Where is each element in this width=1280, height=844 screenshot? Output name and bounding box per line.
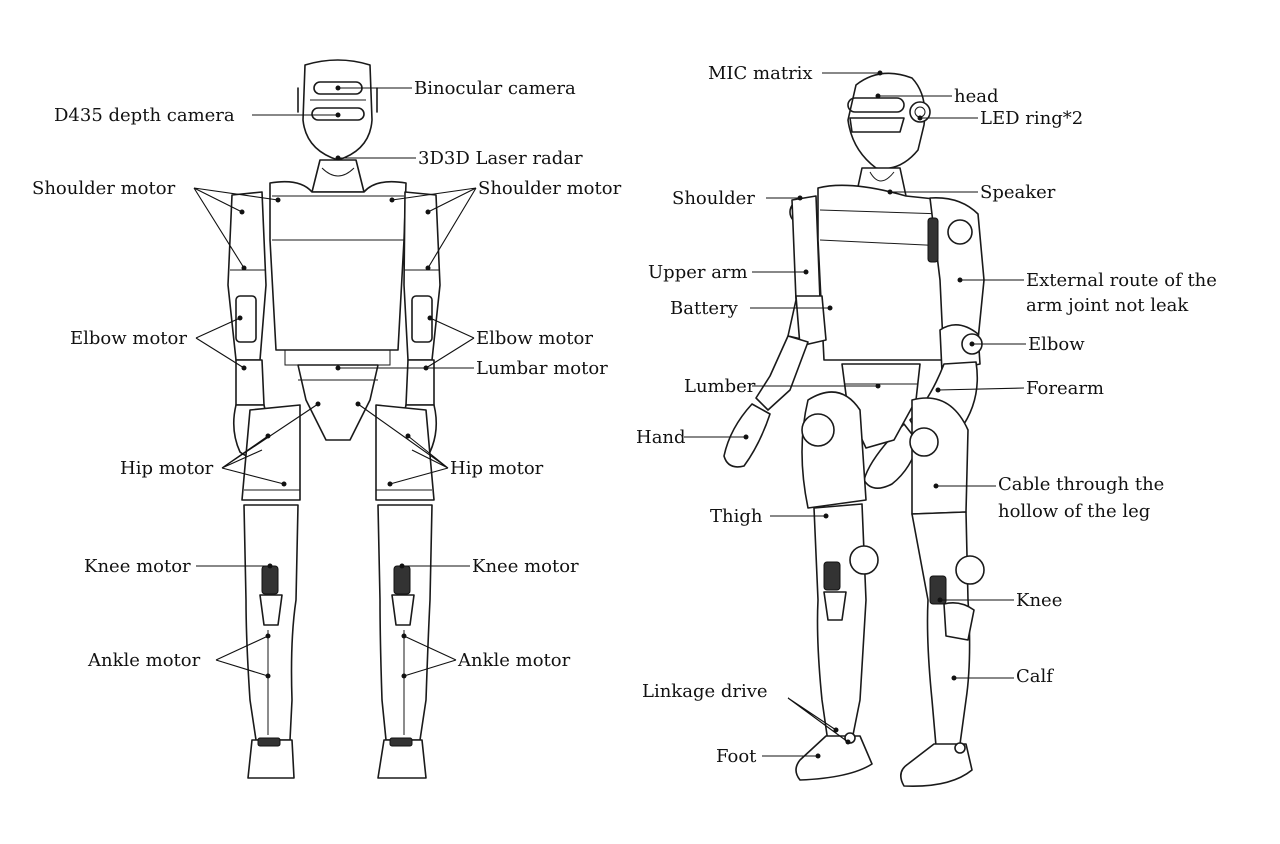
label-lumber: Lumber bbox=[684, 376, 756, 397]
label-shoulder-motor-right: Shoulder motor bbox=[478, 178, 622, 199]
front-view-annotations: Binocular camera D435 depth camera 3D3D … bbox=[32, 78, 622, 679]
label-shoulder-motor-left: Shoulder motor bbox=[32, 178, 176, 199]
side-view-robot bbox=[723, 72, 985, 787]
label-hip-motor-right: Hip motor bbox=[450, 458, 544, 479]
label-knee-motor-left: Knee motor bbox=[84, 556, 191, 577]
label-upper-arm: Upper arm bbox=[648, 262, 748, 283]
label-external-route-line2: arm joint not leak bbox=[1026, 295, 1189, 316]
label-laser-radar: 3D3D Laser radar bbox=[418, 148, 583, 169]
label-calf: Calf bbox=[1016, 666, 1054, 687]
side-view-annotations: MIC matrix head LED ring*2 Shoulder Spea… bbox=[636, 63, 1217, 767]
front-view-robot bbox=[227, 59, 441, 779]
label-mic-matrix: MIC matrix bbox=[708, 63, 813, 84]
label-ankle-motor-left: Ankle motor bbox=[87, 650, 201, 671]
label-d435-depth-camera: D435 depth camera bbox=[54, 105, 235, 126]
label-cable-line2: hollow of the leg bbox=[998, 501, 1150, 522]
label-led-ring: LED ring*2 bbox=[980, 108, 1083, 129]
label-shoulder: Shoulder bbox=[672, 188, 755, 209]
label-cable-line1: Cable through the bbox=[998, 474, 1164, 495]
label-forearm: Forearm bbox=[1026, 378, 1104, 399]
label-external-route-line1: External route of the bbox=[1026, 270, 1217, 291]
label-elbow: Elbow bbox=[1028, 334, 1085, 355]
label-speaker: Speaker bbox=[980, 182, 1056, 203]
label-hand: Hand bbox=[636, 427, 686, 448]
label-lumbar-motor: Lumbar motor bbox=[476, 358, 608, 379]
label-hip-motor-left: Hip motor bbox=[120, 458, 214, 479]
label-linkage-drive: Linkage drive bbox=[642, 681, 768, 702]
label-thigh: Thigh bbox=[710, 506, 763, 527]
label-knee-motor-right: Knee motor bbox=[472, 556, 579, 577]
label-elbow-motor-right: Elbow motor bbox=[476, 328, 593, 349]
label-ankle-motor-right: Ankle motor bbox=[457, 650, 571, 671]
label-battery: Battery bbox=[670, 298, 739, 319]
label-head: head bbox=[954, 86, 999, 107]
label-elbow-motor-left: Elbow motor bbox=[70, 328, 187, 349]
label-binocular-camera: Binocular camera bbox=[414, 78, 576, 99]
label-foot: Foot bbox=[716, 746, 757, 767]
label-knee: Knee bbox=[1016, 590, 1062, 611]
